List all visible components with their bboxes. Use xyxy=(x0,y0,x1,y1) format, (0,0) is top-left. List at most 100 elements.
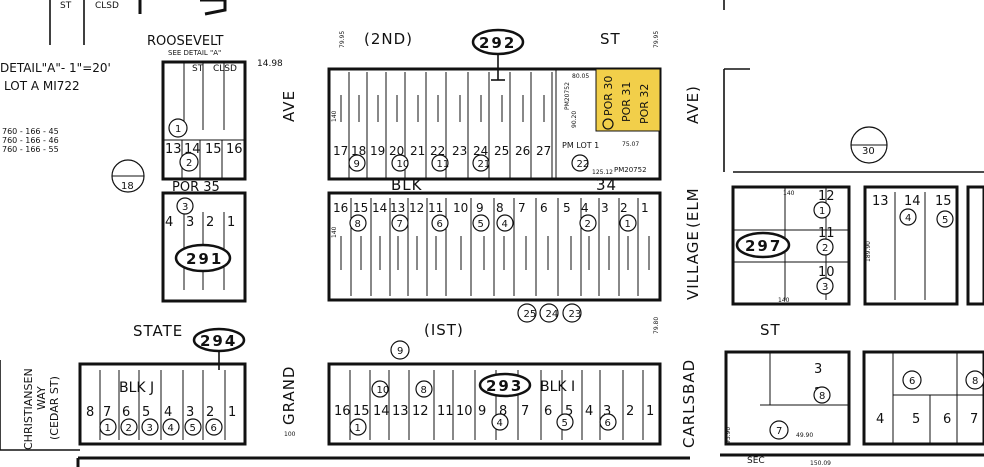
blki-lot-8: 8 xyxy=(499,404,507,419)
bfr-lot-7: 7 xyxy=(970,412,978,427)
dim-140-bottom: 140 xyxy=(331,226,338,238)
blki-parcel-5: 5 xyxy=(562,418,568,429)
left-lower-lot-3: 3 xyxy=(186,215,194,230)
blkj-parcel-6: 6 xyxy=(211,423,217,434)
book-294-marker: 294 xyxy=(192,327,246,370)
b34-top-lot-18: 18 xyxy=(351,144,366,158)
grand-label: GRAND xyxy=(280,366,298,425)
b34-top-lot-17: 17 xyxy=(333,144,348,158)
blki-lot-15: 15 xyxy=(353,404,370,419)
blkj-parcel-2: 2 xyxy=(126,423,132,434)
b34-top-parcel-22: 22 xyxy=(577,159,590,170)
b34-bot-lot-10: 10 xyxy=(453,201,468,215)
blki-parcel-4: 4 xyxy=(497,418,503,429)
bottom-right-block: 3 2 8 7 49.90 SEC 150.09 93.90 xyxy=(724,350,851,467)
carlsbad-label: CARLSBAD xyxy=(680,359,698,448)
blki-parcel-1: 1 xyxy=(355,423,361,434)
b34-bot-parcel-8: 8 xyxy=(355,219,361,230)
b34-top-lot-26: 26 xyxy=(515,144,530,158)
b34-bot-lot-2: 2 xyxy=(620,201,628,215)
blki-parcel-6: 6 xyxy=(605,418,611,429)
b34-bot-parcel-6: 6 xyxy=(437,219,443,230)
b34-bot-lot-14: 14 xyxy=(372,201,387,215)
left-lower-lot-2: 2 xyxy=(206,215,214,230)
clsd-left: CLSD xyxy=(213,64,237,74)
b34-top-parcel-21: 21 xyxy=(478,159,491,170)
blki-lot-16: 16 xyxy=(334,404,351,419)
sec-label: SEC xyxy=(747,456,765,466)
highlighted-parcel: POR 30 POR 31 POR 32 xyxy=(595,68,661,132)
left-lot-13: 13 xyxy=(165,142,182,157)
blki-parcel-10-ring xyxy=(371,380,389,398)
rt-parcel-1: 1 xyxy=(819,206,825,217)
blkj-label: BLK J xyxy=(119,380,154,396)
st-clsd-top-label: ST xyxy=(60,1,72,11)
dim-140-right-bot: 140 xyxy=(778,297,790,304)
left-parcel-1: 1 xyxy=(175,124,181,135)
blkj-parcel-3-ring xyxy=(141,418,159,436)
rf-parcel-5: 5 xyxy=(942,215,948,226)
first-st-st-label: ST xyxy=(760,321,781,339)
rt-lot-11: 11 xyxy=(818,226,835,241)
b34-top-parcel-11: 11 xyxy=(437,159,450,170)
christiansen-label: CHRISTIANSEN xyxy=(22,368,35,450)
blkj-lot-4: 4 xyxy=(164,405,172,420)
blki-lot-3: 3 xyxy=(603,404,611,419)
below34-parcel-24-ring xyxy=(539,303,559,323)
blkj-lot-3: 3 xyxy=(186,405,194,420)
book-293: 293 xyxy=(486,377,523,395)
blki-parcel-8-ring xyxy=(415,380,433,398)
blkj-lot-8: 8 xyxy=(86,405,94,420)
blkj-parcel-1: 1 xyxy=(105,423,111,434)
b34-top-parcel-11-ring xyxy=(431,154,449,172)
left-lot-16: 16 xyxy=(226,142,243,157)
dim-140-top: 140 xyxy=(331,110,338,122)
b34-top-parcel-9: 9 xyxy=(354,159,360,170)
rf-parcel-4: 4 xyxy=(905,213,911,224)
blki-parcel-8: 8 xyxy=(421,385,427,396)
book-294: 294 xyxy=(200,332,237,350)
dim-7995-left: 79.95 xyxy=(339,31,346,48)
blki-lot-9: 9 xyxy=(478,404,486,419)
pm-top-label: PM20752 xyxy=(564,82,571,110)
b34-bot-lot-6: 6 xyxy=(540,201,548,215)
b34-top-parcel-9-ring xyxy=(348,154,366,172)
dim-4990: 49.90 xyxy=(796,432,813,439)
book-292-marker: 292 xyxy=(471,28,525,81)
b34-bot-lot-3: 3 xyxy=(601,201,609,215)
left-lower-parcel-3: 3 xyxy=(182,202,188,213)
way-label: WAY xyxy=(35,386,48,410)
b34-top-parcel-10-ring xyxy=(391,154,409,172)
highlight-por30: POR 30 xyxy=(602,76,615,116)
blki-parcel-9: 9 xyxy=(397,346,403,357)
blk34-number: 34 xyxy=(596,176,617,194)
second-st-label: (2ND) xyxy=(364,30,413,48)
left-lot-15: 15 xyxy=(205,142,222,157)
b34-top-lot-25: 25 xyxy=(494,144,509,158)
b34-bot-lot-9: 9 xyxy=(476,201,484,215)
bfr-parcel-8: 8 xyxy=(972,376,978,387)
blkj-parcel-2-ring xyxy=(120,418,138,436)
left-lower-lot-4: 4 xyxy=(165,215,173,230)
clsd-top-label: CLSD xyxy=(95,1,119,11)
rf-lot-14: 14 xyxy=(904,194,921,209)
blkj-parcel-6-ring xyxy=(205,418,223,436)
first-st-label: (IST) xyxy=(424,321,464,339)
dim-12512: 125.12 xyxy=(592,169,613,176)
ref-circle-18: 18 xyxy=(111,159,145,193)
blkj-parcel-1-ring xyxy=(99,418,117,436)
bfr-lot-4: 4 xyxy=(876,412,884,427)
blkj-parcel-3: 3 xyxy=(147,423,153,434)
b34-top-lot-19: 19 xyxy=(370,144,385,158)
bfr-parcel-6: 6 xyxy=(909,376,915,387)
rf-lot-15: 15 xyxy=(935,194,952,209)
b34-top-parcel-10: 10 xyxy=(397,159,410,170)
blki-lot-13: 13 xyxy=(392,404,409,419)
dim-8005: 80.05 xyxy=(572,73,589,80)
rf-lot-13: 13 xyxy=(872,194,889,209)
b34-bot-lot-15: 15 xyxy=(353,201,368,215)
blkj-lot-6: 6 xyxy=(122,405,130,420)
